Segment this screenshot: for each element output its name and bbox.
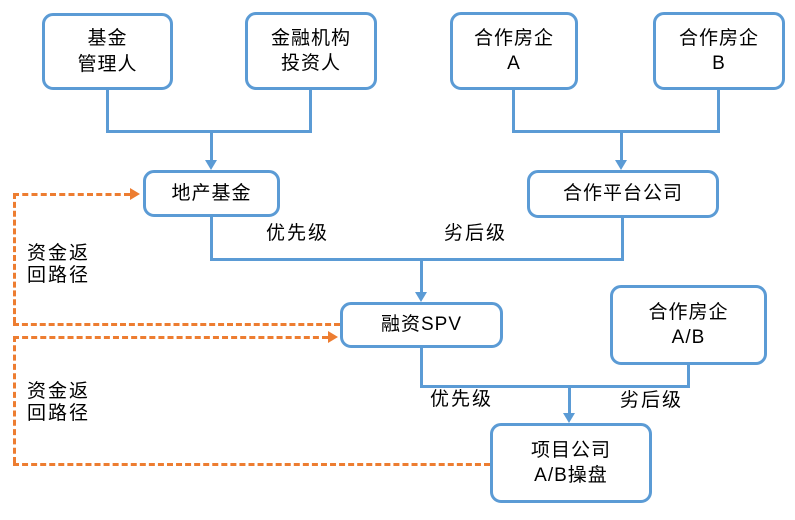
node-fund-manager: 基金 管理人 xyxy=(42,13,173,90)
return-path-2-arrowhead-icon xyxy=(328,331,338,343)
connector-financing-spv-down xyxy=(420,348,423,385)
node-partner-ab: 合作房企 A/B xyxy=(610,285,767,365)
connector-to-financing-spv xyxy=(420,258,423,293)
connector-partner-a-down xyxy=(512,90,515,130)
node-real-estate-fund: 地产基金 xyxy=(143,170,280,217)
arrowhead-to-project-company-icon xyxy=(563,413,575,423)
label-junior-tranche-2: 劣后级 xyxy=(620,390,684,411)
connector-to-real-estate-fund xyxy=(210,130,213,161)
connector-to-project-company xyxy=(568,385,571,414)
node-platform-company: 合作平台公司 xyxy=(527,170,719,218)
node-financial-investor: 金融机构 投资人 xyxy=(245,12,377,90)
return-path-1-arrowhead-icon xyxy=(130,188,140,200)
return-path-1-vertical xyxy=(13,193,16,323)
label-senior-tranche-1: 优先级 xyxy=(266,223,330,244)
connector-partner-b-down xyxy=(717,90,720,130)
connector-fund-manager-down xyxy=(106,90,109,130)
connector-platform-company-down xyxy=(621,218,624,258)
label-senior-tranche-2: 优先级 xyxy=(430,389,494,410)
connector-bottom-horizontal xyxy=(420,385,690,388)
label-junior-tranche-1: 劣后级 xyxy=(444,223,508,244)
return-path-1-horizontal-to-fund xyxy=(13,193,130,196)
connector-mid-horizontal xyxy=(210,258,624,261)
node-project-company: 项目公司 A/B操盘 xyxy=(490,423,652,503)
label-return-path-2: 资金返 回路径 xyxy=(27,381,91,424)
return-path-1-horizontal-from-spv xyxy=(13,323,340,326)
connector-right-tree-horizontal xyxy=(512,130,720,133)
label-return-path-1: 资金返 回路径 xyxy=(27,243,91,286)
node-financing-spv: 融资SPV xyxy=(340,302,503,348)
arrowhead-to-real-estate-fund-icon xyxy=(205,160,217,170)
return-path-2-horizontal-to-spv xyxy=(13,336,328,339)
return-path-2-vertical xyxy=(13,336,16,463)
node-partner-a: 合作房企 A xyxy=(450,12,578,90)
connector-to-platform-company xyxy=(620,130,623,161)
connector-partner-ab-down xyxy=(687,365,690,385)
connector-left-tree-horizontal xyxy=(106,130,312,133)
connector-financial-investor-down xyxy=(309,90,312,130)
return-path-2-horizontal-from-project xyxy=(13,463,490,466)
node-partner-b: 合作房企 B xyxy=(653,12,785,90)
arrowhead-to-platform-company-icon xyxy=(615,160,627,170)
connector-real-estate-fund-down xyxy=(210,217,213,258)
arrowhead-to-financing-spv-icon xyxy=(415,292,427,302)
